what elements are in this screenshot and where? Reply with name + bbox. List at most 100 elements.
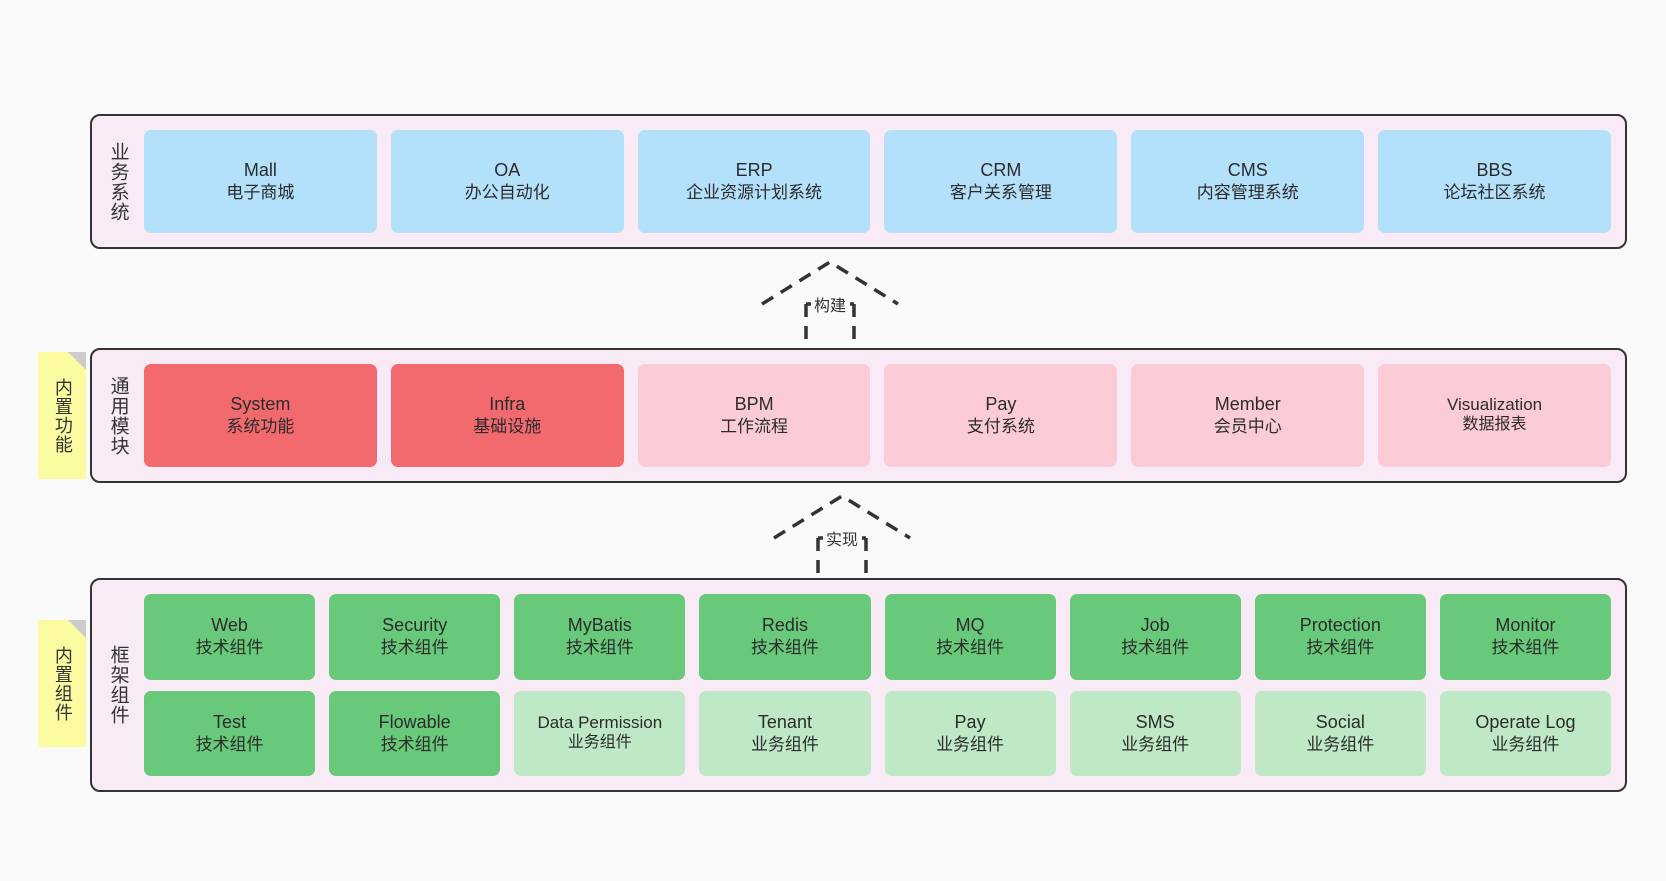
framework-card-mybatis[interactable]: MyBatis 技术组件 bbox=[514, 594, 686, 680]
card-title-cn: 业务组件 bbox=[750, 734, 819, 754]
card-title-cn: 支付系统 bbox=[966, 417, 1035, 437]
card-title-en: Data Permission bbox=[537, 712, 663, 732]
module-card-pay[interactable]: Pay 支付系统 bbox=[884, 364, 1118, 467]
card-title-en: System bbox=[230, 393, 291, 414]
card-title-en: MyBatis bbox=[567, 615, 632, 635]
connector-implement-label: 实现 bbox=[822, 526, 862, 550]
card-title-cn: 办公自动化 bbox=[464, 183, 550, 203]
card-title-en: Security bbox=[382, 615, 448, 635]
card-title-en: Pay bbox=[985, 393, 1017, 414]
card-title-en: SMS bbox=[1135, 711, 1175, 732]
card-title-en: ERP bbox=[735, 159, 773, 180]
business-card-bbs[interactable]: BBS 论坛社区系统 bbox=[1378, 130, 1611, 233]
module-card-infra[interactable]: Infra 基础设施 bbox=[390, 364, 624, 467]
card-title-cn: 电子商城 bbox=[226, 183, 295, 203]
card-title-en: Job bbox=[1140, 615, 1170, 635]
business-card-erp[interactable]: ERP 企业资源计划系统 bbox=[637, 130, 871, 233]
card-title-en: Pay bbox=[954, 711, 986, 732]
module-card-member[interactable]: Member 会员中心 bbox=[1131, 364, 1365, 467]
card-title-cn: 基础设施 bbox=[473, 417, 542, 437]
card-title-cn: 业务组件 bbox=[567, 733, 632, 751]
business-card-cms[interactable]: CMS 内容管理系统 bbox=[1131, 130, 1365, 233]
implement-arrowhead bbox=[773, 493, 911, 540]
card-title-en: Member bbox=[1214, 393, 1281, 414]
card-title-en: Tenant bbox=[757, 711, 812, 732]
card-title-cn: 数据报表 bbox=[1462, 415, 1527, 433]
layer-title-business: 业务系统 bbox=[107, 141, 129, 222]
card-title-cn: 会员中心 bbox=[1213, 417, 1282, 437]
framework-card-security[interactable]: Security 技术组件 bbox=[329, 594, 501, 680]
card-title-en: Protection bbox=[1299, 615, 1381, 635]
card-title-cn: 系统功能 bbox=[226, 417, 295, 437]
card-title-cn: 技术组件 bbox=[1491, 638, 1560, 658]
card-title-cn: 技术组件 bbox=[380, 734, 449, 754]
card-title-cn: 客户关系管理 bbox=[949, 183, 1052, 203]
card-title-cn: 业务组件 bbox=[1306, 734, 1375, 754]
card-title-cn: 工作流程 bbox=[720, 417, 789, 437]
card-title-cn: 论坛社区系统 bbox=[1443, 183, 1546, 203]
card-title-en: Flowable bbox=[378, 711, 451, 732]
card-title-cn: 内容管理系统 bbox=[1196, 183, 1299, 203]
business-card-mall[interactable]: Mall 电子商城 bbox=[144, 130, 377, 233]
card-title-en: CMS bbox=[1227, 159, 1268, 180]
card-title-en: CRM bbox=[980, 159, 1022, 180]
card-title-cn: 技术组件 bbox=[1121, 638, 1190, 658]
framework-card-protection[interactable]: Protection 技术组件 bbox=[1254, 594, 1426, 680]
card-title-en: BBS bbox=[1476, 159, 1513, 180]
sticky-note-builtin-function-label: 内置功能 bbox=[52, 377, 73, 454]
card-title-cn: 技术组件 bbox=[1306, 638, 1375, 658]
framework-card-job[interactable]: Job 技术组件 bbox=[1069, 594, 1241, 680]
layer-title-modules: 通用模块 bbox=[107, 375, 129, 456]
sticky-note-builtin-function: 内置功能 bbox=[38, 352, 86, 479]
build-arrowhead bbox=[761, 259, 899, 306]
card-title-cn: 业务组件 bbox=[1491, 734, 1560, 754]
sticky-note-builtin-component-label: 内置组件 bbox=[52, 645, 73, 722]
card-title-en: Redis bbox=[761, 615, 808, 635]
card-title-en: Infra bbox=[489, 393, 526, 414]
layer-framework-components: 框架组件 Web 技术组件 Security 技术组件 MyBatis 技术组件 Redis… bbox=[90, 578, 1627, 792]
card-title-en: Web bbox=[211, 615, 248, 635]
card-title-cn: 技术组件 bbox=[565, 638, 634, 658]
sticky-note-builtin-component: 内置组件 bbox=[38, 620, 86, 747]
card-title-en: Monitor bbox=[1495, 615, 1556, 635]
framework-card-web[interactable]: Web 技术组件 bbox=[144, 594, 316, 680]
business-card-crm[interactable]: CRM 客户关系管理 bbox=[884, 130, 1118, 233]
card-title-en: Operate Log bbox=[1475, 711, 1576, 732]
note-fold-corner-icon bbox=[68, 352, 86, 370]
framework-card-monitor[interactable]: Monitor 技术组件 bbox=[1439, 594, 1611, 680]
card-title-cn: 技术组件 bbox=[380, 638, 449, 658]
connector-build-label: 构建 bbox=[810, 292, 850, 316]
module-card-system[interactable]: System 系统功能 bbox=[144, 364, 377, 467]
card-title-cn: 企业资源计划系统 bbox=[686, 183, 823, 203]
card-title-cn: 技术组件 bbox=[195, 734, 264, 754]
card-title-en: Mall bbox=[243, 159, 277, 180]
connector-build: 构建 bbox=[760, 258, 900, 348]
card-title-en: Visualization bbox=[1446, 395, 1543, 415]
layer-title-framework: 框架组件 bbox=[107, 645, 129, 725]
card-title-cn: 业务组件 bbox=[1121, 734, 1190, 754]
card-title-cn: 技术组件 bbox=[195, 638, 264, 658]
card-title-en: Test bbox=[213, 711, 247, 732]
card-title-en: MQ bbox=[955, 615, 985, 635]
connector-implement: 实现 bbox=[772, 492, 912, 582]
